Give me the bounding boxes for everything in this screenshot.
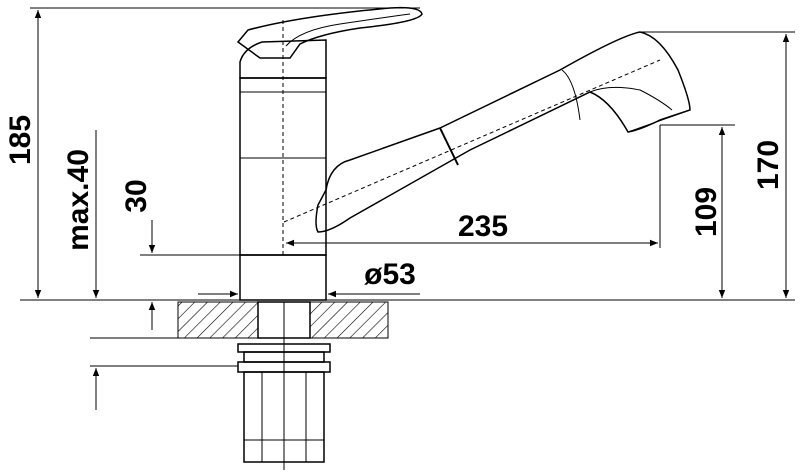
dimension-185-label: 185 bbox=[4, 115, 37, 165]
dimension-o53-label: ø53 bbox=[364, 258, 416, 291]
dimension-235: 235 bbox=[286, 210, 658, 247]
pull-out-spout bbox=[283, 31, 691, 233]
dimension-170: 170 bbox=[752, 34, 790, 298]
dimension-30-label: 30 bbox=[120, 179, 153, 212]
dimension-o53: ø53 bbox=[198, 258, 420, 298]
extension-lines bbox=[30, 7, 795, 367]
dimension-235-label: 235 bbox=[458, 210, 508, 243]
dimension-max40: max.40 bbox=[62, 130, 100, 410]
dimension-170-label: 170 bbox=[752, 140, 785, 190]
dimension-max40-label: max.40 bbox=[62, 149, 95, 251]
dimension-109-label: 109 bbox=[690, 187, 723, 237]
dimension-185: 185 bbox=[4, 10, 42, 298]
mounting-shank bbox=[237, 301, 331, 470]
dimension-30: 30 bbox=[120, 179, 156, 330]
dimension-109: 109 bbox=[690, 127, 726, 298]
countertop bbox=[20, 299, 795, 339]
lever-handle bbox=[236, 6, 423, 59]
